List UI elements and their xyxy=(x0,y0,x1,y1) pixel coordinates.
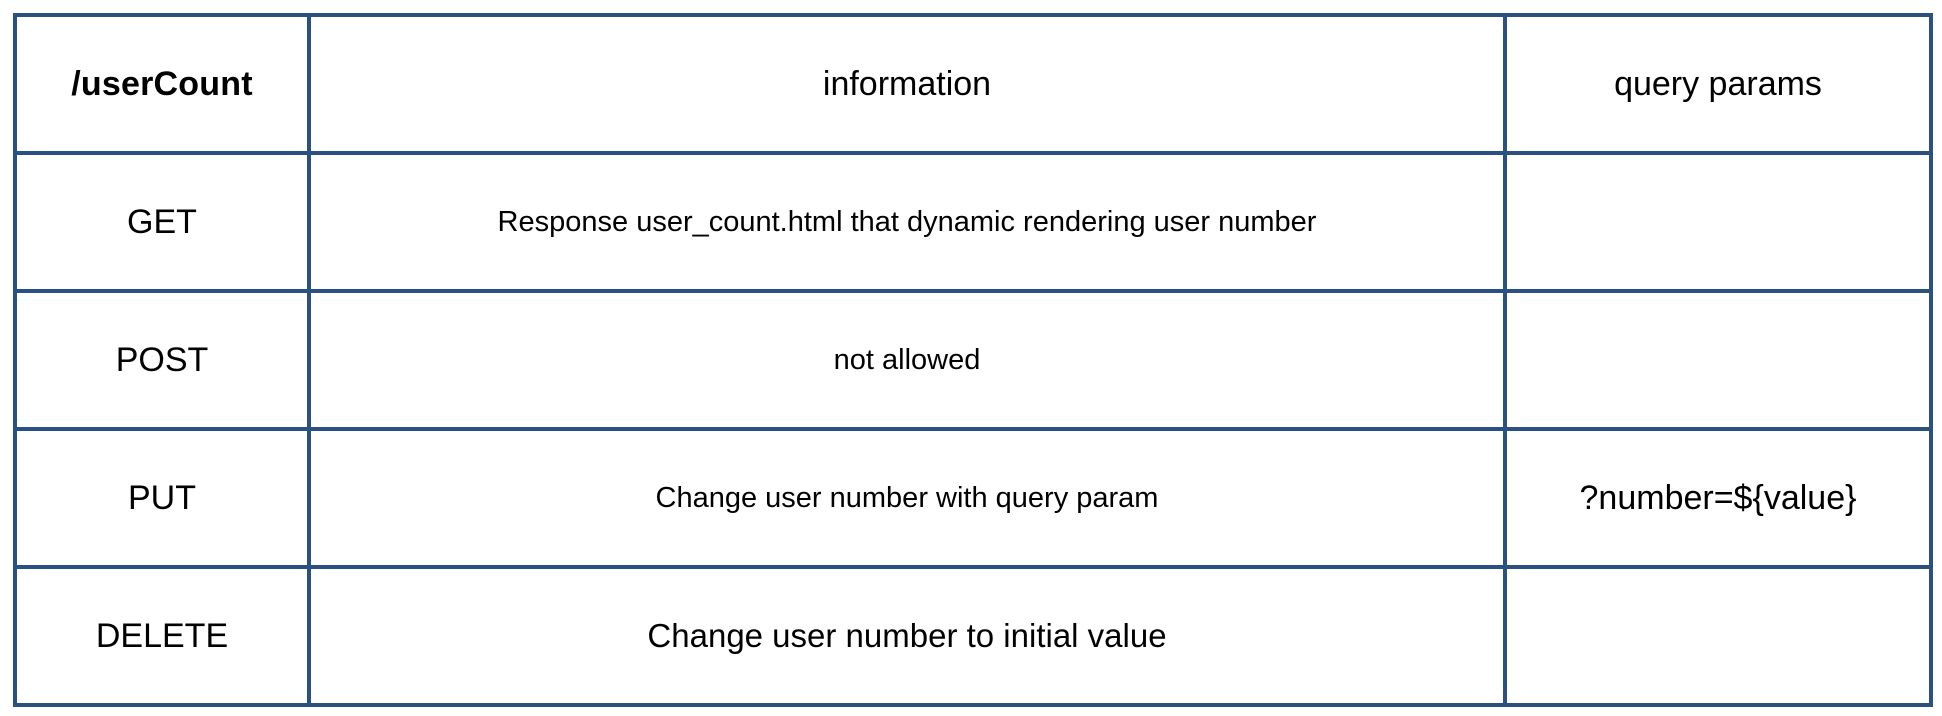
table-row-put: PUT Change user number with query param … xyxy=(13,427,1933,569)
query-params-cell-post xyxy=(1503,289,1933,431)
header-row: /userCount information query params xyxy=(13,13,1933,155)
query-params-cell-put: ?number=${value} xyxy=(1503,427,1933,569)
api-endpoint-table: /userCount information query params GET … xyxy=(13,13,1933,707)
information-header-cell: information xyxy=(307,13,1507,155)
information-cell-post: not allowed xyxy=(307,289,1507,431)
query-params-cell-delete xyxy=(1503,565,1933,707)
information-cell-delete: Change user number to initial value xyxy=(307,565,1507,707)
method-cell-put: PUT xyxy=(13,427,311,569)
method-cell-get: GET xyxy=(13,151,311,293)
query-params-cell-get xyxy=(1503,151,1933,293)
information-cell-put: Change user number with query param xyxy=(307,427,1507,569)
method-cell-delete: DELETE xyxy=(13,565,311,707)
table-row-get: GET Response user_count.html that dynami… xyxy=(13,151,1933,293)
endpoint-header-cell: /userCount xyxy=(13,13,311,155)
table-row-delete: DELETE Change user number to initial val… xyxy=(13,565,1933,707)
table-row-post: POST not allowed xyxy=(13,289,1933,431)
method-cell-post: POST xyxy=(13,289,311,431)
information-cell-get: Response user_count.html that dynamic re… xyxy=(307,151,1507,293)
query-params-header-cell: query params xyxy=(1503,13,1933,155)
